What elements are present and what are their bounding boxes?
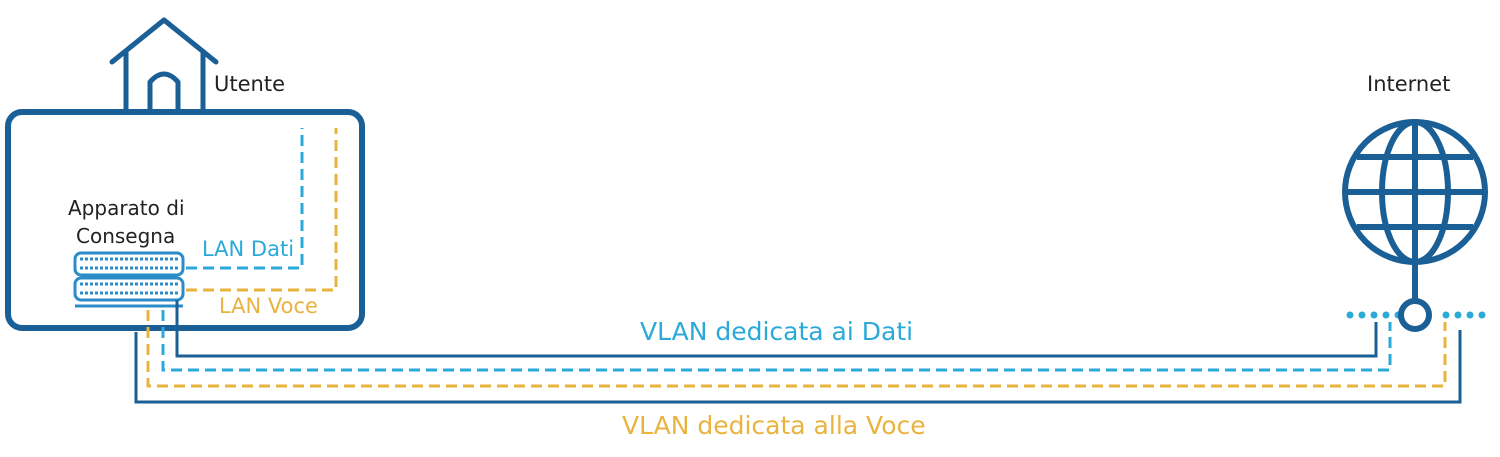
house-icon xyxy=(109,17,219,113)
device-label-line1: Apparato di xyxy=(68,196,185,220)
internet-label: Internet xyxy=(1367,72,1451,96)
access-line xyxy=(134,330,1462,404)
user-label: Utente xyxy=(214,72,285,96)
globe-icon xyxy=(1342,119,1488,332)
user-premises-box xyxy=(5,109,365,331)
lan-voice-line xyxy=(186,128,338,292)
vlan-voice-line xyxy=(146,310,1447,388)
vlan-data-line xyxy=(161,310,1392,372)
lan-data-line xyxy=(186,128,304,270)
vlan-voice-label: VLAN dedicata alla Voce xyxy=(622,411,926,440)
vlan-data-label: VLAN dedicata ai Dati xyxy=(640,317,914,346)
device-label-line2: Consegna xyxy=(76,224,176,248)
lan-data-label: LAN Dati xyxy=(202,237,295,261)
dedicated-data-path xyxy=(175,300,1378,358)
internet-dotted-link xyxy=(1346,311,1486,319)
network-switch-icon xyxy=(73,251,185,308)
lan-voice-label: LAN Voce xyxy=(219,294,318,318)
